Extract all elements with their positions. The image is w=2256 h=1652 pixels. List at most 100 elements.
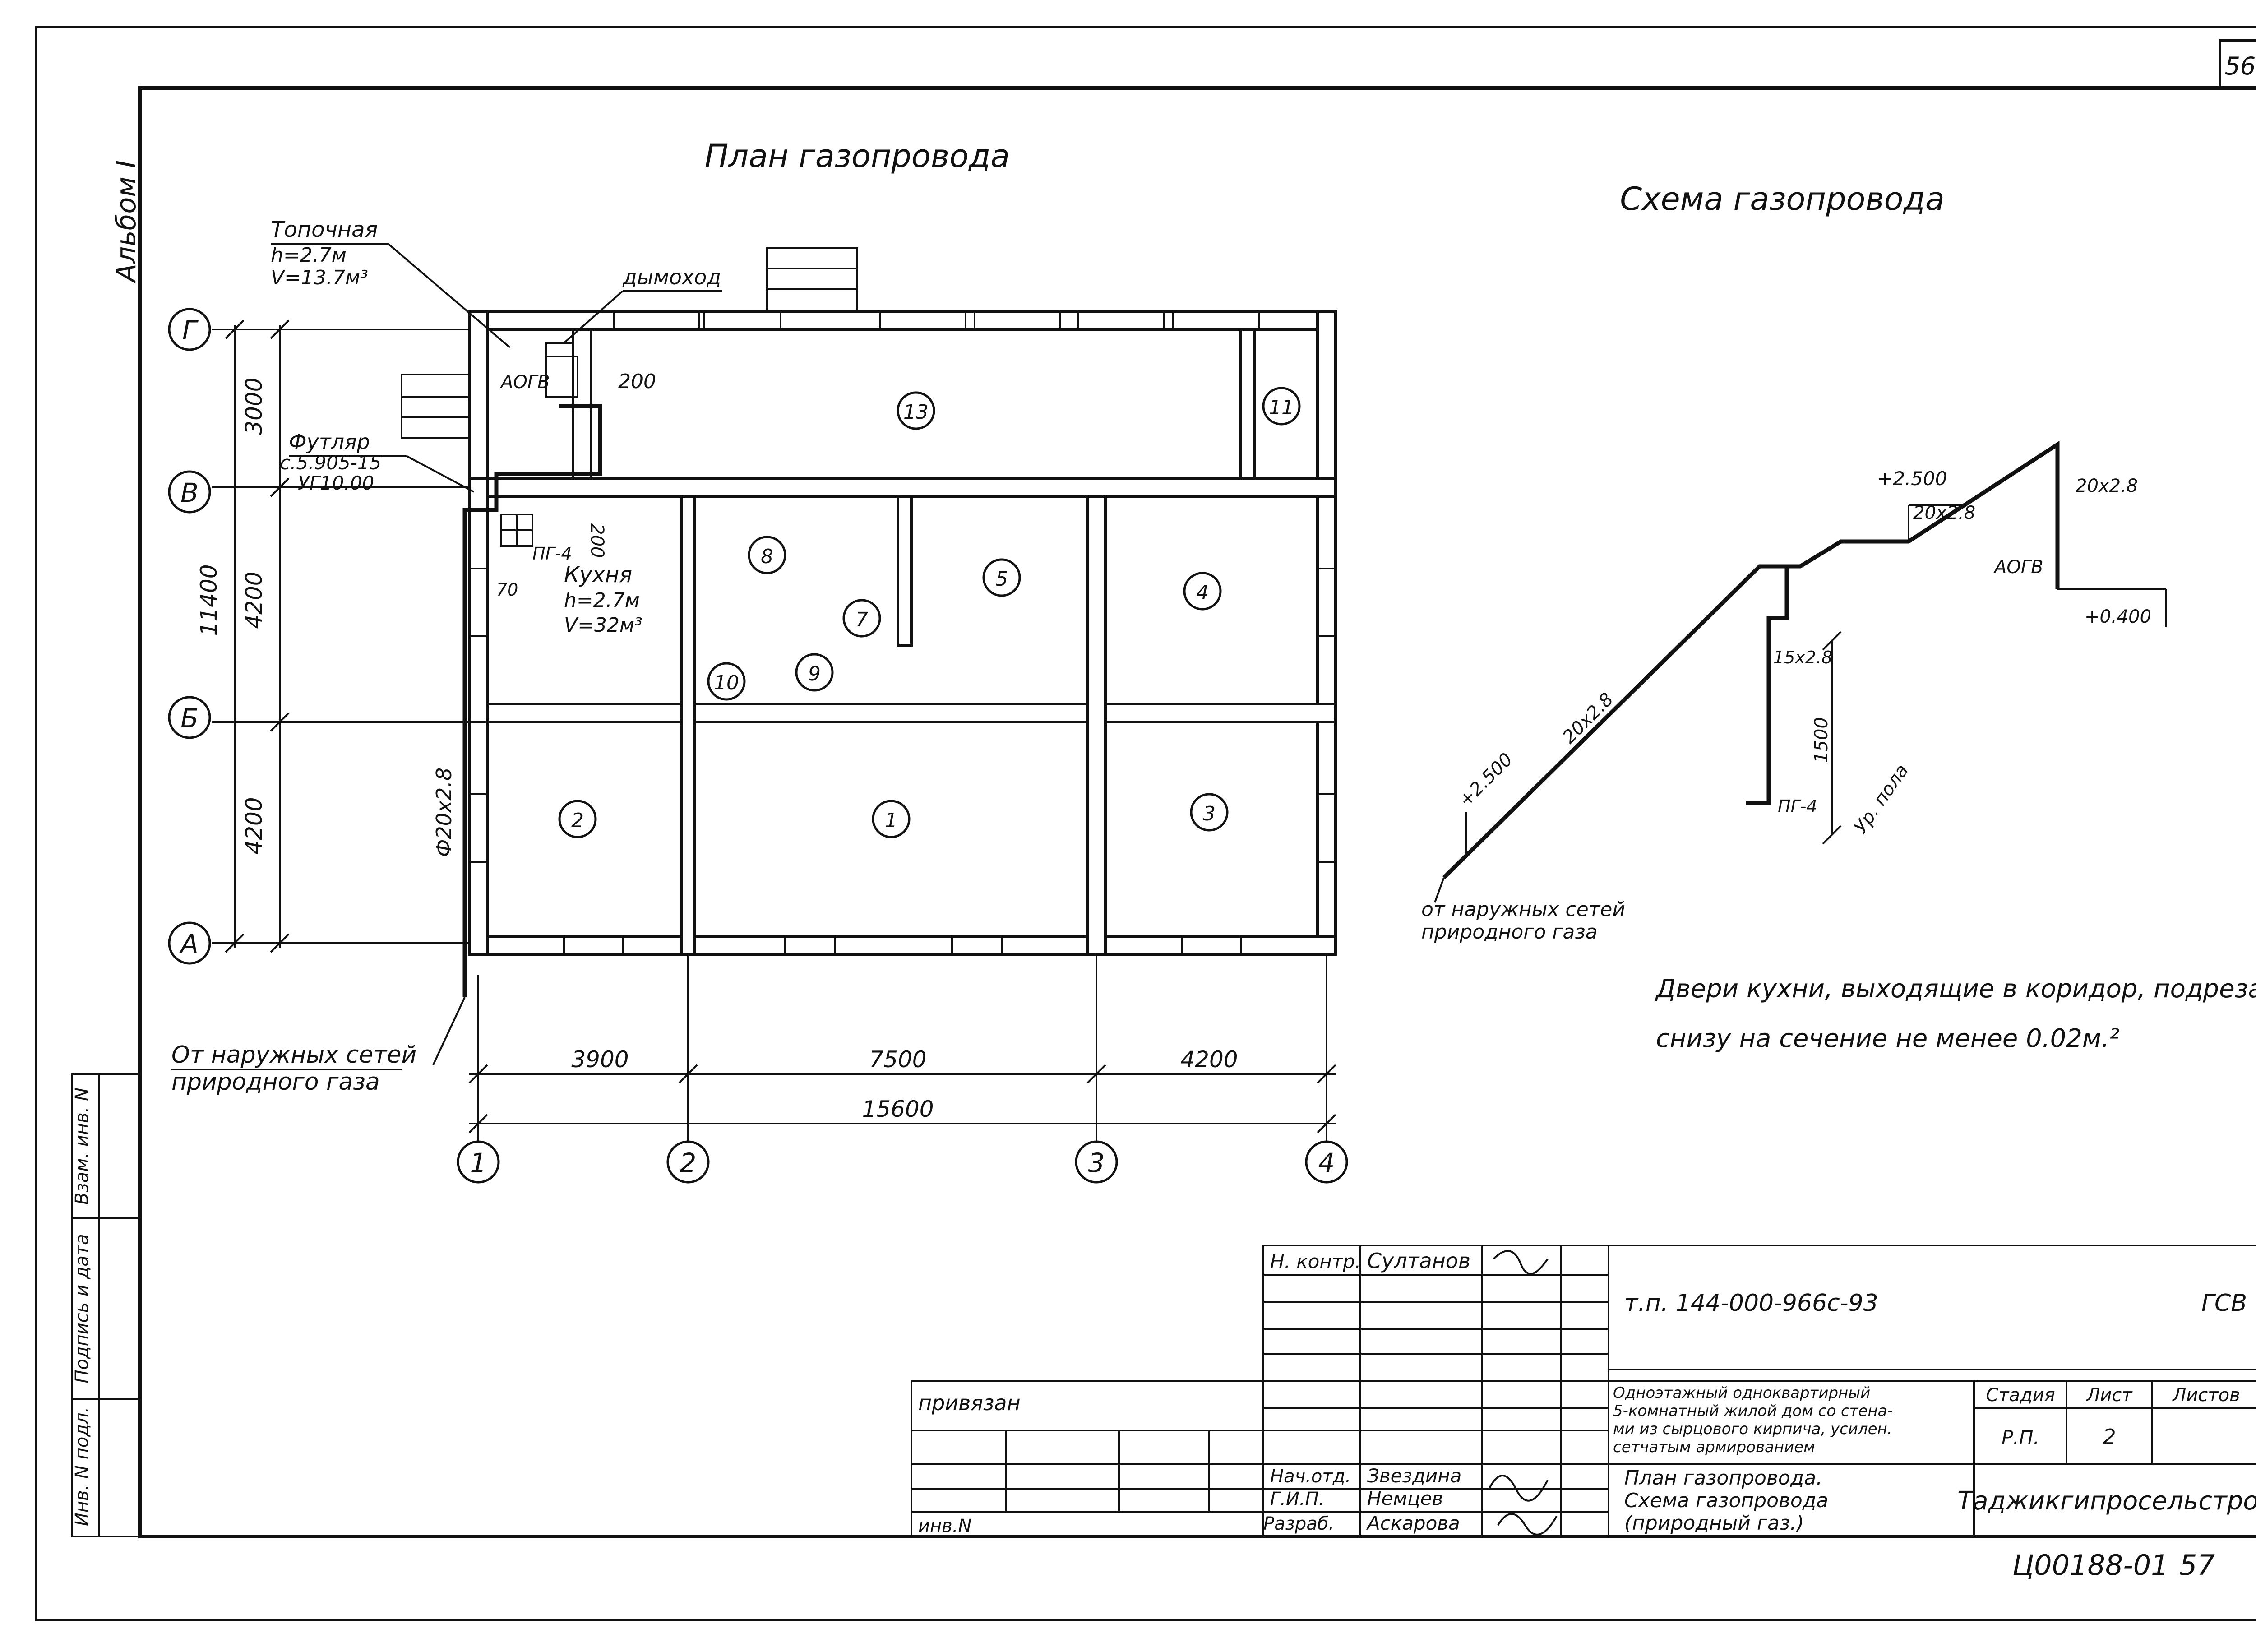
axis-2: 2 <box>680 1148 697 1178</box>
room-markers: 13 11 8 7 5 4 10 9 2 1 3 <box>558 387 1301 838</box>
dymokhod-label: дымоход <box>622 265 721 289</box>
room-9: 9 <box>808 662 821 685</box>
side-stamp <box>71 1073 141 1537</box>
futlyar-label: Футляр <box>289 430 370 454</box>
axis-circle-a <box>168 921 211 965</box>
bottom-code: Ц00188-01 <box>2012 1549 2169 1582</box>
row-axes: Г В Б А <box>168 308 211 965</box>
n-kontr-name: Султанов <box>1367 1249 1470 1273</box>
signature-1 <box>1493 1250 1549 1275</box>
pg4-label: ПГ-4 <box>532 544 572 564</box>
axis-a: А <box>179 929 199 959</box>
scheme-labels: +2.500 20х2.8 20х2.8 АОГВ +0.400 15х2.8 … <box>1421 467 2151 944</box>
title-line-2: Схема газопровода <box>1624 1489 1828 1512</box>
scheme-pg4: ПГ-4 <box>1778 796 1817 816</box>
note-line-2: снизу на сечение не менее 0.02м.² <box>1656 1024 2119 1053</box>
axis-circle-g <box>168 308 211 351</box>
pipe-diameter: Ф20х2.8 <box>432 768 456 857</box>
sheet-number: 56 <box>2225 52 2256 80</box>
col-axes: 1 2 3 4 <box>457 1140 1348 1184</box>
room-2: 2 <box>571 809 584 832</box>
room-13: 13 <box>903 401 929 424</box>
axis-1: 1 <box>470 1148 487 1178</box>
axis-3: 3 <box>1088 1148 1105 1178</box>
dim-bottom <box>468 1064 1336 1134</box>
desc-4: сетчатым армированием <box>1613 1438 1815 1456</box>
sheet-number-box <box>2219 39 2256 89</box>
building-walls <box>468 310 1337 956</box>
dim-200-b: 200 <box>587 523 607 558</box>
aogv-label: АОГВ <box>499 372 550 393</box>
room-1: 1 <box>885 809 897 832</box>
kitchen-height: h=2.7м <box>564 589 640 612</box>
gip-role: Г.И.П. <box>1270 1489 1324 1509</box>
axis-circle-b <box>168 696 211 739</box>
plan-title: План газопровода <box>705 138 1010 175</box>
topochnaya-height: h=2.7м <box>271 244 347 267</box>
title-block-text: Н. контр. Султанов привязан инв.N Нач.от… <box>918 1249 2256 1582</box>
plan-labels: Топочная h=2.7м V=13.7м³ дымоход АОГВ 20… <box>171 217 722 1096</box>
dim-7500: 7500 <box>869 1046 926 1073</box>
axis-4: 4 <box>1318 1148 1335 1178</box>
bottom-number: 57 <box>2179 1549 2215 1582</box>
pipe-right: 20х2.8 <box>2076 476 2138 496</box>
list-label: Лист <box>2085 1385 2133 1406</box>
plan-gas-pipe <box>432 342 602 1065</box>
dim-200-a: 200 <box>618 370 656 393</box>
scheme-title: Схема газопровода <box>1620 180 1944 217</box>
elev-04: +0.400 <box>2085 606 2151 627</box>
organization: Таджикгипросельстрой <box>1957 1486 2256 1516</box>
axis-v: В <box>180 477 199 508</box>
dim-15600: 15600 <box>862 1096 934 1122</box>
pipe-diag: 20х2.8 <box>1559 689 1618 748</box>
list-value: 2 <box>2103 1425 2116 1449</box>
side-inv-podl: Инв. N подл. <box>72 1407 92 1526</box>
kitchen-volume: V=32м³ <box>564 614 643 637</box>
scheme-from-2: природного газа <box>1421 921 1598 944</box>
room-3: 3 <box>1203 802 1216 825</box>
room-4: 4 <box>1196 581 1209 604</box>
dim-4200c: 4200 <box>1180 1046 1238 1073</box>
side-podpis: Подпись и дата <box>72 1234 92 1383</box>
topochnaya-label: Топочная <box>271 217 378 242</box>
note-line-1: Двери кухни, выходящие в коридор, подрез… <box>1655 974 2256 1004</box>
axis-b: Б <box>180 703 199 734</box>
topochnaya-volume: V=13.7м³ <box>271 266 368 289</box>
gsv-label: ГСВ <box>2201 1290 2247 1317</box>
axis-g: Г <box>182 315 199 346</box>
floor-level: Ур. пола <box>1850 760 1913 837</box>
dim-1500: 1500 <box>1811 717 1832 763</box>
kitchen-label: Кухня <box>564 562 632 588</box>
listov-label: Листов <box>2172 1385 2240 1406</box>
title-block-lines <box>911 1245 2256 1537</box>
room-11: 11 <box>1269 396 1294 419</box>
razrab-role: Разраб. <box>1263 1513 1334 1534</box>
desc-1: Одноэтажный одноквартирный <box>1613 1384 1870 1402</box>
dim-4200a: 4200 <box>241 571 267 629</box>
from-networks-1: От наружных сетей <box>171 1041 416 1069</box>
room-10: 10 <box>714 671 739 694</box>
outer-frame <box>35 26 2256 1621</box>
from-networks-2: природного газа <box>171 1069 380 1096</box>
room-7: 7 <box>855 608 868 631</box>
grid-lines <box>212 329 1327 1146</box>
dim-left <box>225 319 290 953</box>
desc-3: ми из сырцового кирпича, усилен. <box>1613 1420 1892 1438</box>
stadiya-label: Стадия <box>1986 1385 2055 1406</box>
signature-2 <box>1488 1475 1549 1502</box>
pipe-mid: 15х2.8 <box>1773 648 1832 667</box>
privyazan-label: привязан <box>918 1391 1021 1415</box>
title-line-1: План газопровода. <box>1624 1467 1822 1490</box>
doc-code: т.п. 144-000-966с-93 <box>1624 1290 1878 1317</box>
n-kontr-role: Н. контр. <box>1270 1250 1361 1273</box>
elev-low: +2.500 <box>1455 749 1517 811</box>
entrance-steps <box>401 247 858 439</box>
dim-3900: 3900 <box>571 1046 629 1073</box>
razrab-name: Аскарова <box>1366 1512 1460 1534</box>
dim-3000: 3000 <box>241 377 267 435</box>
nach-name: Звездина <box>1367 1465 1461 1487</box>
axis-circle-v <box>168 470 211 514</box>
futlyar-code: УГ10.00 <box>298 472 374 494</box>
scheme-pipes <box>1434 440 2167 903</box>
pipe-top: 20х2.8 <box>1913 503 1975 523</box>
